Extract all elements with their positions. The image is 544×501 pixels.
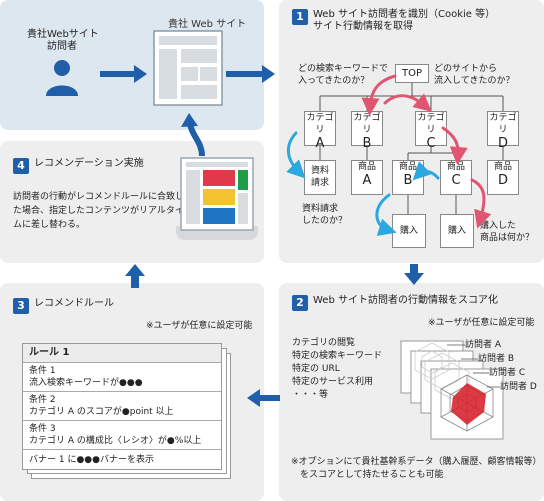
product-d-letter: D [497, 173, 508, 188]
visitor-b-label: 訪問者 B [478, 354, 515, 364]
question-site-line1: どのサイトから [434, 64, 498, 74]
purchase-label-1: 購入 [399, 226, 418, 236]
rule-banner: バナー 1 に●●●バナーを表示 [23, 450, 221, 470]
step4-desc-line1: 訪問者の行動がレコメンドルールに合致し [13, 192, 185, 202]
step1-number: 1 [292, 9, 308, 25]
question-doc-line1: 資料請求 [302, 204, 339, 214]
doc-request-node: 資料 請求 [304, 160, 336, 195]
recommendation-page-thumbnail [176, 157, 258, 240]
step1-header: 1 Web サイト訪問者を識別（Cookie 等） サイト行動情報を取得 [292, 9, 495, 33]
step2-item-4: 特定のサービス利用 [292, 377, 374, 387]
visitor-d-label: 訪問者 D [500, 382, 537, 392]
category-a-letter: A [315, 136, 325, 151]
purchase-node-2: 購入 [440, 214, 474, 248]
step3-title: レコメンドルール [34, 298, 114, 309]
product-c-letter: C [451, 173, 461, 188]
step2-item-3: 特定の URL [292, 364, 340, 374]
score-radar-cards [400, 340, 504, 440]
visitor-label-line2: 訪問者 [47, 41, 77, 52]
visitor-path-arrows [286, 74, 492, 236]
category-b-letter: B [362, 136, 372, 151]
arrow-step1-to-step2 [404, 264, 424, 285]
product-b-label: 商品 [398, 162, 417, 172]
rule-condition-1: 条件 1 流入検索キーワードが●●● [23, 363, 221, 392]
category-b-label: カテゴリ [353, 113, 381, 135]
visitor-label-line1: 貴社Webサイト [27, 29, 99, 40]
category-a-label: カテゴリ [306, 113, 334, 135]
rule-title-text: ルール 1 [29, 347, 70, 358]
product-a-node: 商品 A [351, 160, 383, 195]
category-c-letter: C [426, 136, 436, 151]
product-a-label: 商品 [357, 162, 376, 172]
step2-item-1: カテゴリの閲覧 [292, 338, 356, 348]
step3-header: 3 レコメンドルール [13, 298, 114, 314]
purchase-label-2: 購入 [447, 226, 466, 236]
question-keyword-line1: どの検索キーワードで [298, 64, 389, 74]
product-d-node: 商品 D [487, 160, 519, 195]
rule-condition-3: 条件 3 カテゴリ A の構成比〈レシオ〉が●%以上 [23, 421, 221, 450]
product-b-letter: B [403, 173, 413, 188]
step2-footnote-line2: をスコアとして持たせることも可能 [300, 470, 444, 480]
step2-header: 2 Web サイト訪問者の行動情報をスコア化 [292, 295, 498, 311]
doc-request-line2: 請求 [310, 178, 329, 188]
rule-banner-text: バナー 1 に●●●バナーを表示 [29, 455, 155, 465]
arrow-step3-to-step4 [125, 264, 145, 288]
visitor-label-leaders [447, 344, 500, 388]
arrow-step4-to-site [181, 113, 205, 157]
top-node-label: TOP [401, 68, 422, 79]
visitor-c-label: 訪問者 C [489, 368, 526, 378]
rule-title: ルール 1 [23, 344, 221, 363]
product-c-label: 商品 [446, 162, 465, 172]
step3-note: ※ユーザが任意に設定可能 [146, 321, 253, 331]
question-site-line2: 流入してきたのか？ [434, 76, 515, 86]
step4-header: 4 レコメンデーション実施 [13, 158, 144, 174]
website-title: 貴社 Web サイト [168, 19, 247, 30]
category-d-label: カテゴリ [489, 113, 517, 135]
arrow-site-to-step1 [226, 65, 275, 83]
step2-footnote-line1: ※オプションにて貴社基幹系データ（購入履歴、顧客情報等） [291, 457, 542, 467]
rule-condition-3-label: 条件 3 [29, 424, 56, 434]
rule-card: ルール 1 条件 1 流入検索キーワードが●●● 条件 2 カテゴリ A のスコ… [22, 343, 222, 470]
step2-note: ※ユーザが任意に設定可能 [428, 318, 535, 328]
category-d-node: カテゴリ D [487, 111, 519, 151]
question-purchase-line2: 商品は何か？ [480, 233, 535, 243]
visitor-a-label: 訪問者 A [465, 340, 502, 350]
step3-number: 3 [13, 298, 29, 314]
product-a-letter: A [362, 173, 372, 188]
step4-number: 4 [13, 158, 29, 174]
rule-condition-1-label: 条件 1 [29, 366, 56, 376]
arrow-step2-to-step3 [247, 389, 280, 407]
category-b-node: カテゴリ B [351, 111, 383, 151]
step1-title-line2: サイト行動情報を取得 [313, 21, 413, 32]
rule-condition-2-label: 条件 2 [29, 395, 56, 405]
top-node: TOP [395, 64, 429, 83]
step4-desc-line3: ムに差し替わる。 [13, 220, 86, 230]
category-c-label: カテゴリ [417, 113, 445, 135]
question-keyword-line2: 入ってきたのか？ [298, 76, 370, 86]
purchase-node-1: 購入 [392, 214, 426, 248]
product-c-node: 商品 C [440, 160, 472, 195]
question-doc-line2: したのか？ [302, 216, 348, 226]
step1-title-line1: Web サイト訪問者を識別（Cookie 等） [313, 9, 496, 20]
step4-desc-line2: た場合、指定したコンテンツがリアルタイ [13, 206, 184, 216]
arrow-visitor-to-site [100, 65, 147, 83]
step2-item-5: ・・・等 [292, 390, 329, 400]
step2-item-2: 特定の検索キーワード [292, 351, 383, 361]
step2-number: 2 [292, 295, 308, 311]
rule-condition-2-text: カテゴリ A のスコアが●point 以上 [29, 407, 174, 417]
website-thumbnail [153, 30, 223, 106]
person-icon [46, 60, 78, 96]
step4-title: レコメンデーション実施 [34, 158, 144, 169]
rule-condition-1-text: 流入検索キーワードが●●● [29, 378, 143, 388]
product-d-label: 商品 [493, 162, 512, 172]
step2-title: Web サイト訪問者の行動情報をスコア化 [313, 295, 498, 306]
question-purchase-line1: 購入した [480, 221, 517, 231]
step1-title: Web サイト訪問者を識別（Cookie 等） サイト行動情報を取得 [313, 9, 495, 33]
category-a-node: カテゴリ A [304, 111, 336, 151]
category-d-letter: D [497, 136, 508, 151]
rule-condition-2: 条件 2 カテゴリ A のスコアが●point 以上 [23, 392, 221, 421]
rule-condition-3-text: カテゴリ A の構成比〈レシオ〉が●%以上 [29, 436, 202, 446]
doc-request-line1: 資料 [310, 166, 329, 176]
